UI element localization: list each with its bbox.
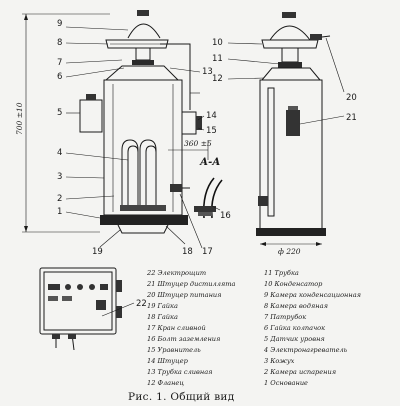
legend-item-4: 4 Электронагреватель bbox=[263, 346, 348, 354]
control-panel: 22 bbox=[39, 267, 147, 351]
side-dome bbox=[269, 25, 311, 41]
level-sensor bbox=[79, 99, 103, 133]
side-body bbox=[259, 79, 323, 231]
base bbox=[100, 215, 188, 225]
section-label: А-А bbox=[199, 157, 220, 168]
legend-item-19: 19 Гайка bbox=[147, 302, 178, 310]
legend-item-7: 7 Патрубок bbox=[264, 313, 306, 321]
callout-13: 13 bbox=[202, 67, 213, 77]
legend-item-8: 8 Камера водяная bbox=[264, 302, 328, 310]
callout-11: 11 bbox=[212, 54, 223, 64]
condenser-rim bbox=[105, 39, 169, 49]
nut-cap bbox=[132, 60, 154, 65]
callout-1: 1 bbox=[57, 207, 62, 217]
dome-knob bbox=[137, 10, 149, 16]
legend-item-1: 1 Основание bbox=[264, 379, 308, 387]
drain-tube bbox=[160, 43, 191, 110]
figure-caption: Рис. 1. Общий вид bbox=[128, 391, 235, 403]
height-dim: 700 ±10 bbox=[15, 102, 24, 135]
drain-valve bbox=[170, 184, 182, 192]
neck bbox=[135, 47, 151, 61]
leaders-side bbox=[227, 37, 345, 125]
legend-left: 22 Электрощит 21 Штуцер дистиллята 20 Шт… bbox=[146, 269, 236, 387]
legend-item-10: 10 Конденсатор bbox=[264, 280, 323, 288]
callouts-front: 9 8 7 6 5 4 3 2 1 19 18 17 13 14 15 16 bbox=[57, 19, 231, 257]
heater-coil-b bbox=[139, 139, 157, 205]
callout-18: 18 bbox=[182, 247, 193, 257]
callout-15: 15 bbox=[206, 126, 217, 136]
legend-item-17: 17 Кран сливной bbox=[147, 324, 206, 332]
body-shoulder bbox=[105, 65, 179, 81]
callout-3: 3 bbox=[57, 172, 62, 182]
callout-6: 6 bbox=[57, 72, 62, 82]
callout-14: 14 bbox=[206, 111, 217, 121]
legend-item-2: 2 Камера испарения bbox=[263, 368, 336, 376]
callout-9: 9 bbox=[57, 19, 62, 29]
legend-item-22: 22 Электрощит bbox=[146, 269, 206, 277]
callout-16: 16 bbox=[220, 211, 231, 221]
body-casing bbox=[103, 79, 183, 216]
legend-item-13: 13 Трубка сливная bbox=[147, 368, 213, 376]
legend-item-21: 21 Штуцер дистиллята bbox=[146, 280, 236, 288]
callout-17: 17 bbox=[202, 247, 213, 257]
condenser-dome bbox=[127, 23, 161, 39]
callout-22: 22 bbox=[136, 299, 147, 309]
callout-12: 12 bbox=[212, 74, 223, 84]
offset-dim: 360 ±5 bbox=[184, 139, 212, 148]
callout-7: 7 bbox=[57, 58, 62, 68]
panel-box bbox=[39, 267, 117, 335]
callout-4: 4 bbox=[57, 148, 62, 158]
callout-2: 2 bbox=[57, 194, 62, 204]
legend-item-11: 11 Трубка bbox=[264, 269, 299, 277]
legend-item-16: 16 Болт заземления bbox=[147, 335, 220, 343]
fitting-14 bbox=[181, 111, 197, 135]
legend-item-15: 15 Уравнитель bbox=[147, 346, 201, 354]
legend-item-9: 9 Камера конденсационная bbox=[264, 291, 361, 299]
heater-coil-a bbox=[121, 139, 139, 205]
callout-10: 10 bbox=[212, 38, 223, 48]
legend-right: 11 Трубка 10 Конденсатор 9 Камера конден… bbox=[263, 269, 361, 387]
callout-21: 21 bbox=[346, 113, 357, 123]
front-view: 700 ±10 360 ±5 А-А bbox=[15, 10, 223, 234]
legend-item-12: 12 Фланец bbox=[147, 379, 184, 387]
legend-item-6: 6 Гайка колпачок bbox=[264, 324, 325, 332]
callout-5: 5 bbox=[57, 108, 62, 118]
callout-8: 8 bbox=[57, 38, 62, 48]
legend-item-3: 3 Кожух bbox=[264, 357, 295, 365]
legend-item-20: 20 Штуцер питания bbox=[146, 291, 222, 299]
legend-item-18: 18 Гайка bbox=[147, 313, 178, 321]
distillate-fitting bbox=[286, 110, 300, 136]
callout-19: 19 bbox=[92, 247, 103, 257]
side-view: ф 220 bbox=[256, 12, 331, 256]
legend-item-14: 14 Штуцер bbox=[147, 357, 189, 365]
diameter-dim: ф 220 bbox=[278, 247, 301, 256]
callout-20: 20 bbox=[346, 93, 357, 103]
callouts-side: 10 11 12 20 21 bbox=[212, 38, 357, 123]
leaders-front bbox=[65, 26, 221, 249]
legend-item-5: 5 Датчик уровня bbox=[264, 335, 325, 343]
